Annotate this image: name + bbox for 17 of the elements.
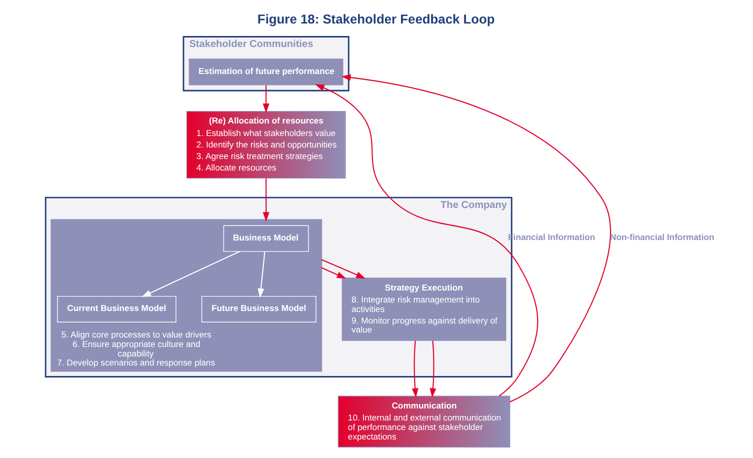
node-box: Future Business Model — [200, 296, 316, 323]
node-box: Communication 10. Internal and external communication of performance against stakeholder expectations — [337, 396, 510, 448]
arrow — [257, 252, 265, 298]
node-box: Business Model — [222, 225, 308, 252]
arrow — [320, 267, 346, 279]
arrow — [262, 178, 269, 222]
node-box: (Re) Allocation of resources 1. Establish what stakeholders value 2. Identify the risks and opportunities 3. Agree risk treatment strategies 4. Allocate resources — [186, 111, 346, 179]
diagram-title: Figure 18: Stakeholder Feedback Loop — [256, 11, 494, 26]
node-box: Estimation of future performance — [188, 58, 343, 86]
arrow — [262, 85, 269, 113]
node-box: Current Business Model — [56, 296, 176, 323]
arrow — [314, 84, 538, 397]
arrow — [320, 259, 365, 279]
arrow — [429, 340, 436, 398]
arrow — [141, 250, 240, 297]
arrow — [411, 340, 418, 398]
node-box: Strategy Execution 8. Integrate risk management into activities 9. Monitor progress against delivery of value — [341, 278, 506, 341]
